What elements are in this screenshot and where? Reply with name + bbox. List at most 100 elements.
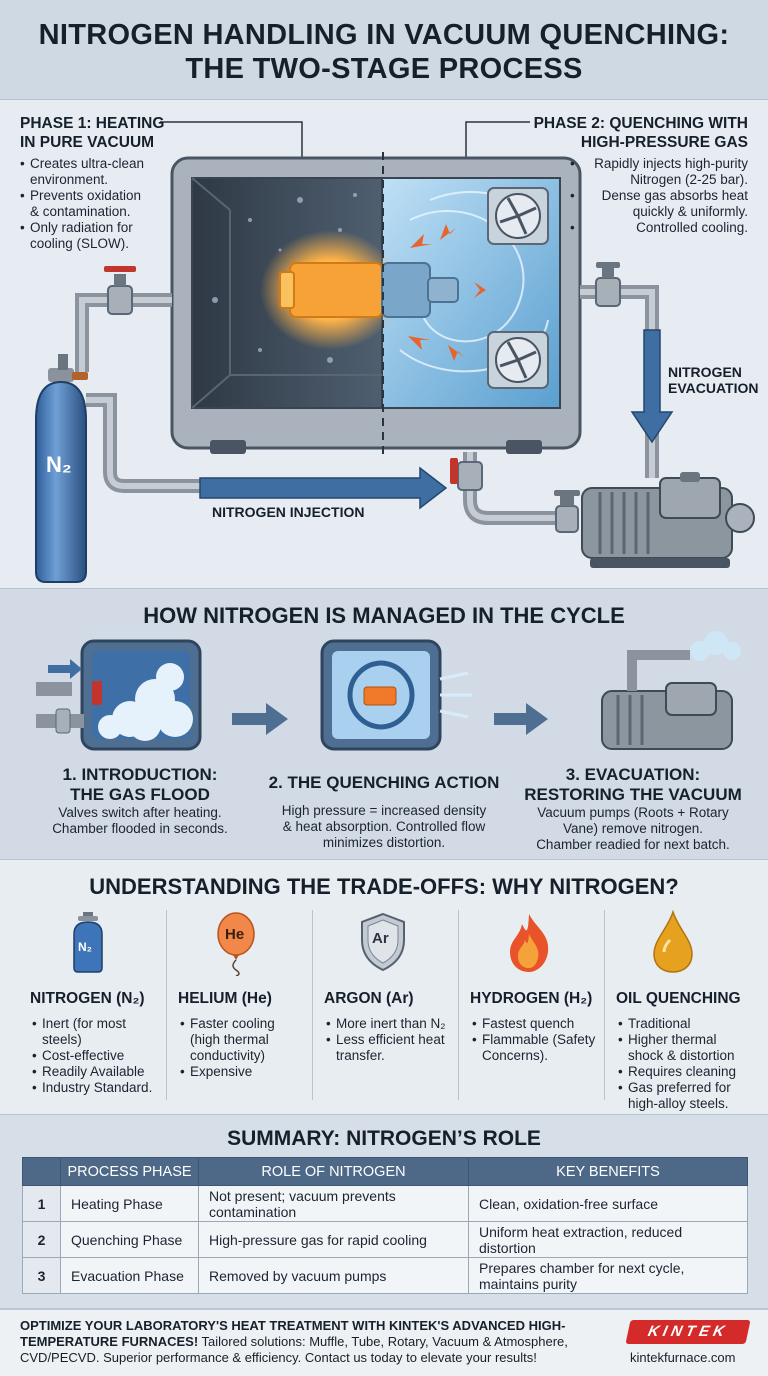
phase1-bullet: Creates ultra-clean environment. [20, 156, 170, 188]
gas-card-hydrogen: HYDROGEN (H₂) Fastest quench Flammable (… [460, 908, 606, 1104]
step2-desc: High pressure = increased density & heat… [281, 803, 487, 850]
cycle-section: HOW NITROGEN IS MANAGED IN THE CYCLE [0, 588, 768, 860]
gas-bullet: Higher thermal shock & distortion [618, 1032, 750, 1064]
valve-right [595, 262, 621, 307]
title-line-1: NITROGEN HANDLING IN VACUUM QUENCHING: [38, 19, 730, 51]
hero-process-diagram: PHASE 1: HEATING IN PURE VACUUM Creates … [0, 100, 768, 588]
nitrogen-role-cell: High-pressure gas for rapid cooling [198, 1221, 469, 1258]
column-header: ROLE OF NITROGEN [198, 1157, 469, 1186]
title-band: NITROGEN HANDLING IN VACUUM QUENCHING:TH… [0, 0, 768, 100]
valve-pump [554, 490, 580, 533]
gas-bullet: Fastest quench [472, 1016, 604, 1032]
injection-label: NITROGEN INJECTION [212, 504, 365, 520]
divider [166, 910, 167, 1100]
gas-card-helium: He HELIUM (He) Faster cooling (high ther… [168, 908, 314, 1104]
gas-card-nitrogen: N₂ NITROGEN (N₂) Inert (for most steels)… [20, 908, 166, 1104]
nitrogen-icon-text: N₂ [78, 940, 92, 954]
gas-bullet: Faster cooling (high thermal conductivit… [180, 1016, 312, 1064]
summary-section: SUMMARY: NITROGEN’S ROLE PROCESS PHASE R… [0, 1114, 768, 1308]
key-benefit-cell: Clean, oxidation-free surface [468, 1185, 748, 1222]
gas-name: NITROGEN (N₂) [30, 990, 145, 1007]
process-phase-cell: Heating Phase [60, 1185, 199, 1222]
furnace-illustration [35, 121, 755, 583]
page-title: NITROGEN HANDLING IN VACUUM QUENCHING:TH… [0, 18, 768, 86]
table-row: 3 Evacuation Phase Removed by vacuum pum… [22, 1257, 748, 1294]
phase1-bullet: Only radiation for cooling (SLOW). [20, 220, 170, 252]
column-header: PROCESS PHASE [60, 1157, 199, 1186]
argon-icon-text: Ar [372, 930, 389, 947]
row-number: 3 [22, 1257, 61, 1294]
step1-desc: Valves switch after heating. Chamber flo… [52, 805, 228, 836]
column-header: KEY BENEFITS [468, 1157, 748, 1186]
gas-name: OIL QUENCHING [616, 990, 741, 1007]
gas-bullets: Fastest quench Flammable (Safety Concern… [472, 1016, 604, 1064]
step1-title: 1. INTRODUCTION: THE GAS FLOOD [62, 765, 218, 804]
title-line-2: THE TWO-STAGE PROCESS [185, 53, 583, 85]
phase2-heading: PHASE 2: QUENCHING WITH HIGH-PRESSURE GA… [533, 115, 748, 151]
helium-balloon-icon [217, 912, 255, 976]
nitrogen-role-cell: Not present; vacuum prevents contaminati… [198, 1185, 469, 1222]
helium-icon-text: He [225, 926, 245, 943]
kintek-logo[interactable]: KINTEK [625, 1320, 751, 1344]
gas-bullet: More inert than N₂ [326, 1016, 458, 1032]
valve-bottom [450, 458, 483, 491]
gas-bullet: Cost-effective [32, 1048, 164, 1064]
hydrogen-flame-icon [510, 914, 549, 972]
nitrogen-cylinder-icon [35, 354, 88, 583]
argon-shield-icon [361, 912, 405, 972]
cycle-illustrations [36, 631, 741, 751]
cycle-heading: HOW NITROGEN IS MANAGED IN THE CYCLE [143, 603, 625, 628]
column-header [22, 1157, 61, 1186]
gas-bullet: Less efficient heat transfer. [326, 1032, 458, 1064]
phase1-bullets: Creates ultra-clean environment. Prevent… [20, 156, 170, 252]
summary-table: PROCESS PHASE ROLE OF NITROGEN KEY BENEF… [22, 1157, 748, 1294]
footer-body: Tailored solutions: Muffle, Tube, Rotary… [20, 1334, 568, 1365]
valve-left [104, 266, 136, 315]
oil-drop-icon [653, 910, 693, 973]
gas-bullet: Industry Standard. [32, 1080, 164, 1096]
tradeoffs-heading: UNDERSTANDING THE TRADE-OFFS: WHY NITROG… [89, 874, 679, 899]
vacuum-pump-icon [581, 472, 755, 568]
key-benefit-cell: Prepares chamber for next cycle, maintai… [468, 1257, 748, 1294]
phase2-bullet: Dense gas absorbs heat quickly & uniform… [570, 188, 748, 220]
fan-icon-bottom [487, 331, 549, 389]
footer-text: OPTIMIZE YOUR LABORATORY'S HEAT TREATMEN… [20, 1318, 620, 1366]
process-phase-cell: Evacuation Phase [60, 1257, 199, 1294]
gas-bullets: More inert than N₂ Less efficient heat t… [326, 1016, 458, 1064]
footer-banner: OPTIMIZE YOUR LABORATORY'S HEAT TREATMEN… [0, 1308, 768, 1376]
row-number: 1 [22, 1185, 61, 1222]
gas-bullet: Inert (for most steels) [32, 1016, 164, 1048]
website-link[interactable]: kintekfurnace.com [630, 1350, 736, 1365]
gas-bullet: Flammable (Safety Concerns). [472, 1032, 604, 1064]
divider [604, 910, 605, 1100]
tradeoffs-section: UNDERSTANDING THE TRADE-OFFS: WHY NITROG… [0, 860, 768, 1114]
evacuation-label: NITROGEN EVACUATION [668, 364, 759, 396]
phase1-heading: PHASE 1: HEATING IN PURE VACUUM [20, 115, 165, 151]
gas-flood-icon [36, 639, 202, 751]
table-row: 1 Heating Phase Not present; vacuum prev… [22, 1185, 748, 1222]
divider [312, 910, 313, 1100]
gas-bullet: Requires cleaning [618, 1064, 750, 1080]
gas-name: HELIUM (He) [178, 990, 272, 1007]
gas-bullet: Expensive [180, 1064, 312, 1080]
table-header-row: PROCESS PHASE ROLE OF NITROGEN KEY BENEF… [22, 1157, 748, 1186]
key-benefit-cell: Uniform heat extraction, reduced distort… [468, 1221, 748, 1258]
gas-bullet: Readily Available [32, 1064, 164, 1080]
row-number: 2 [22, 1221, 61, 1258]
phase2-bullet: Controlled cooling. [570, 220, 748, 236]
table-row: 2 Quenching Phase High-pressure gas for … [22, 1221, 748, 1258]
footer-headline: OPTIMIZE YOUR LABORATORY'S HEAT TREATMEN… [20, 1318, 566, 1349]
process-phase-cell: Quenching Phase [60, 1221, 199, 1258]
gas-bullet: Gas preferred for high-alloy steels. [618, 1080, 750, 1112]
cycle-arrow-1 [232, 703, 288, 735]
nitrogen-role-cell: Removed by vacuum pumps [198, 1257, 469, 1294]
gas-card-argon: Ar ARGON (Ar) More inert than N₂ Less ef… [314, 908, 460, 1104]
step2-title: 2. THE QUENCHING ACTION [268, 773, 500, 792]
step3-title: 3. EVACUATION: RESTORING THE VACUUM [524, 765, 742, 804]
phase1-bullet: Prevents oxidation & contamination. [20, 188, 170, 220]
step3-desc: Vacuum pumps (Roots + Rotary Vane) remov… [536, 805, 730, 852]
gas-card-oil: OIL QUENCHING Traditional Higher thermal… [606, 908, 752, 1111]
phase2-bullet: Rapidly injects high-purity Nitrogen (2-… [570, 156, 748, 188]
gas-name: HYDROGEN (H₂) [470, 990, 593, 1007]
gas-bullets: Inert (for most steels) Cost-effective R… [32, 1016, 164, 1096]
